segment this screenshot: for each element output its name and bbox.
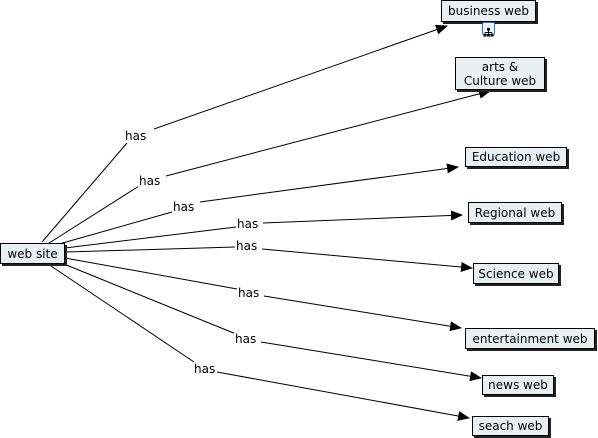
link-arrow-entertainment — [263, 295, 462, 332]
link-arrow-seach — [216, 371, 470, 421]
link-arrow-regional — [262, 210, 463, 224]
link-segment — [45, 185, 140, 246]
link-arrow-business — [153, 24, 448, 130]
link-label-regional: has — [236, 217, 260, 231]
link-segment — [47, 263, 195, 363]
link-label-news: has — [234, 332, 258, 346]
concept-science-web[interactable]: Science web — [473, 263, 559, 284]
concept-entertainment-web[interactable]: entertainment web — [465, 328, 595, 349]
link-label-entertainment: has — [237, 286, 261, 300]
concept-business-web[interactable]: business web — [441, 0, 536, 22]
submap-icon[interactable] — [482, 22, 495, 37]
link-segment — [58, 261, 237, 335]
link-arrow-news — [260, 341, 482, 382]
submap-icon-glyph — [483, 28, 494, 37]
link-label-arts: has — [138, 174, 162, 188]
concept-regional-web[interactable]: Regional web — [468, 202, 562, 223]
link-arrow-science — [261, 248, 473, 272]
concept-arts-culture-web[interactable]: arts & Culture web — [455, 57, 545, 90]
concept-news-web[interactable]: news web — [482, 375, 554, 395]
concept-web-site[interactable]: web site — [0, 243, 65, 264]
link-arrow-education — [199, 163, 459, 203]
link-label-science: has — [235, 239, 259, 253]
link-label-seach: has — [193, 362, 217, 376]
link-arrow-arts — [165, 88, 491, 177]
link-segment — [65, 246, 236, 253]
link-segment — [51, 211, 173, 247]
link-label-education: has — [172, 200, 196, 214]
link-segment — [64, 257, 238, 290]
link-segment — [41, 142, 128, 243]
concept-education-web[interactable]: Education web — [465, 147, 567, 167]
concept-seach-web[interactable]: seach web — [472, 416, 549, 436]
link-segment — [64, 226, 237, 249]
link-label-business: has — [124, 129, 148, 143]
